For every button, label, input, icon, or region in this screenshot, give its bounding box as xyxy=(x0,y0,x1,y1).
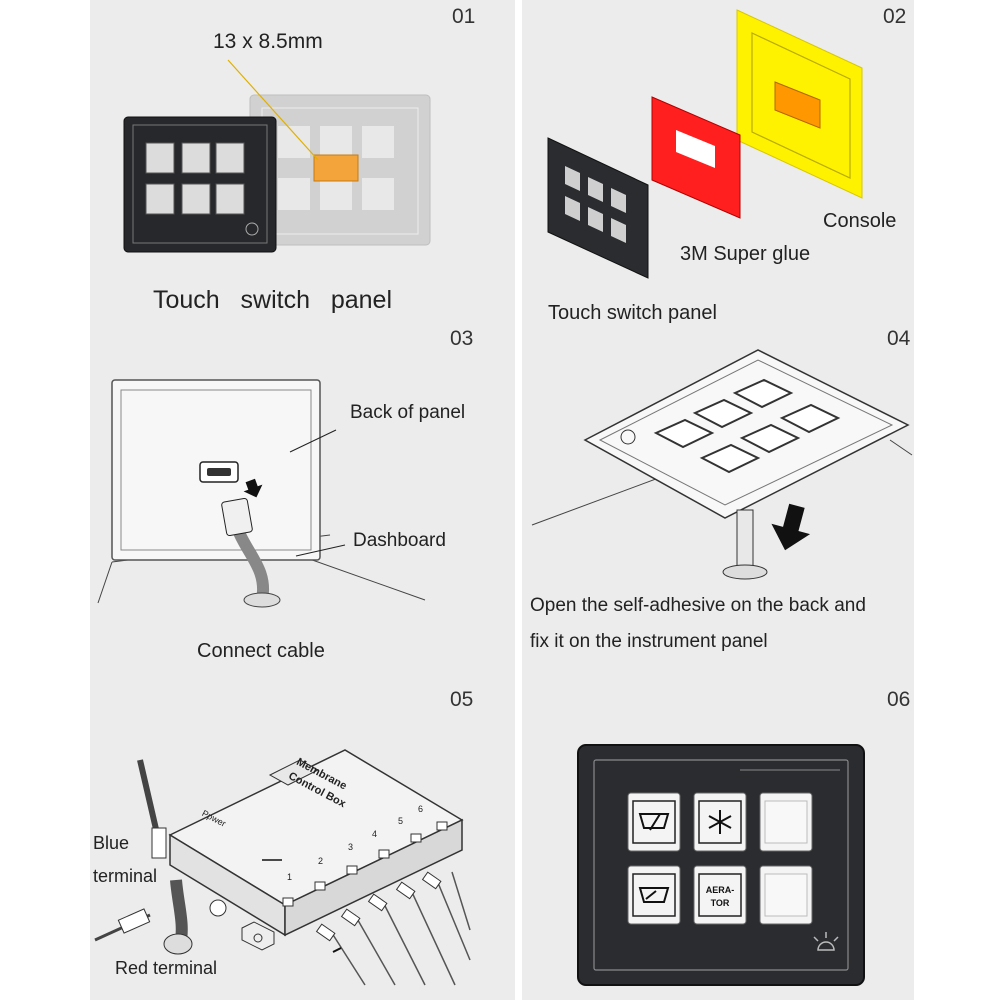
cable-plug xyxy=(221,497,253,537)
mount-post xyxy=(736,509,754,573)
pin-1: 1 xyxy=(287,872,293,882)
snowflake-icon xyxy=(708,810,732,834)
washer-button xyxy=(627,865,681,925)
wiper-icon xyxy=(638,813,670,831)
step03-number: 03 xyxy=(450,327,474,350)
console-plate xyxy=(736,9,863,199)
glue-label: 3M Super glue xyxy=(680,243,811,265)
panel-side xyxy=(547,137,649,279)
pin-3: 3 xyxy=(348,842,354,852)
step03-figure xyxy=(97,379,426,608)
step06-number: 06 xyxy=(887,688,911,711)
cutout-highlight xyxy=(313,154,359,182)
step01-caption: Touch switch panel xyxy=(153,286,393,314)
dimension-label: 13 x 8.5mm xyxy=(213,30,323,53)
cable xyxy=(232,527,270,602)
panel-label: Touch switch panel xyxy=(548,302,717,324)
aerator-button xyxy=(693,865,747,925)
step04-number: 04 xyxy=(887,327,911,350)
step02-number: 02 xyxy=(883,5,907,28)
step01-figure xyxy=(123,59,431,253)
backlight-icon xyxy=(813,932,839,951)
final-panel xyxy=(577,744,865,986)
blue-terminal-label-2: terminal xyxy=(93,866,158,886)
step02-figure xyxy=(547,9,863,279)
back-of-panel-label: Back of panel xyxy=(350,402,466,423)
pin-5: 5 xyxy=(398,816,404,826)
dimension-leader xyxy=(227,59,319,161)
red-terminal-label: Red terminal xyxy=(115,958,218,978)
step05-number: 05 xyxy=(450,688,474,711)
arrow-up-icon xyxy=(243,478,263,498)
aerator-label-2: TOR xyxy=(711,898,730,908)
step04-caption-2: fix it on the instrument panel xyxy=(530,631,768,652)
pin-4: 4 xyxy=(372,829,378,839)
dashboard-label: Dashboard xyxy=(353,530,446,551)
step01-number: 01 xyxy=(452,5,476,28)
step06-figure: AERA- TOR xyxy=(577,744,865,986)
step04-figure xyxy=(531,349,913,580)
aerator-label-1: AERA- xyxy=(706,885,735,895)
console-label: Console xyxy=(823,210,897,232)
glue-sheet xyxy=(651,96,741,219)
step03-caption: Connect cable xyxy=(197,640,325,662)
panel-front xyxy=(123,116,277,253)
washer-icon xyxy=(638,887,670,903)
panel-iso xyxy=(583,349,910,519)
pin-2: 2 xyxy=(318,856,324,866)
arrow-down-icon xyxy=(771,503,811,551)
step05-figure xyxy=(94,749,471,986)
backlight-icon xyxy=(245,222,259,236)
blue-terminal-label-1: Blue xyxy=(93,833,130,853)
pin-6: 6 xyxy=(418,804,424,814)
step04-caption-1: Open the self-adhesive on the back and xyxy=(530,595,866,616)
